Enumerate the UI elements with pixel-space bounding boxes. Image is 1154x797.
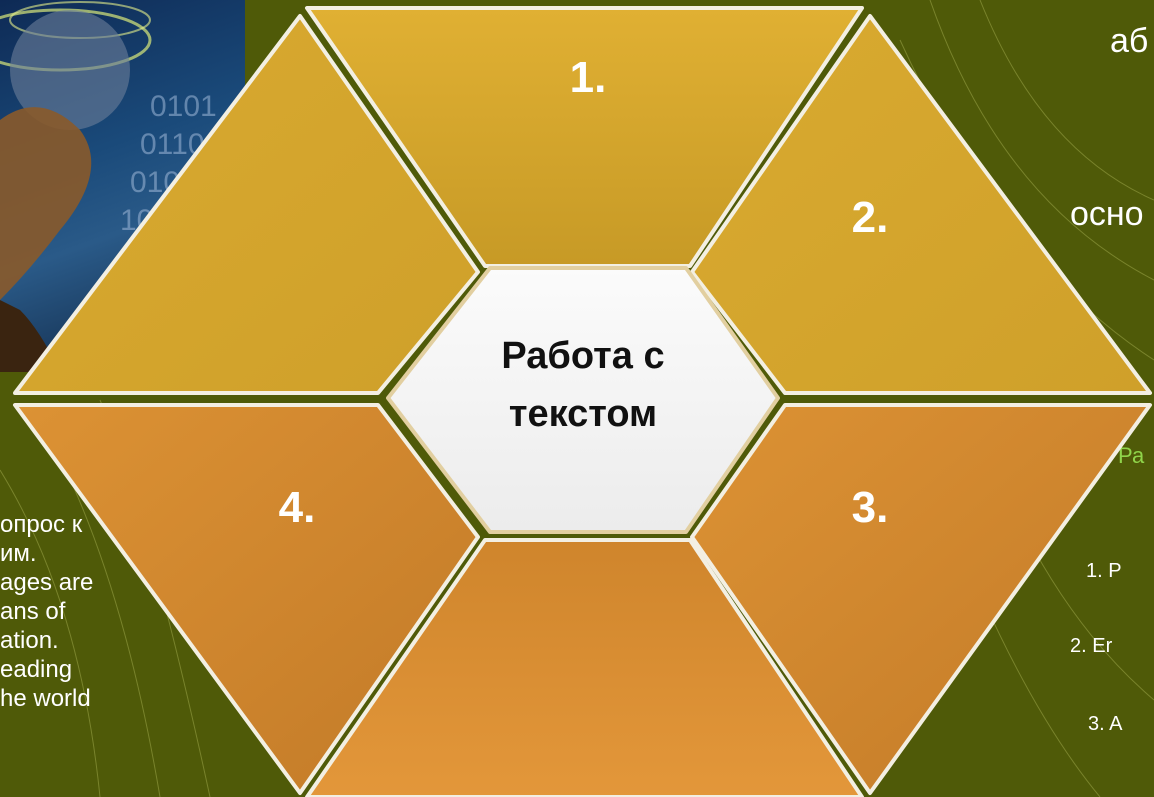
right-list-item-2: 2. Er [1070, 635, 1113, 657]
right-word-mid: осно [1070, 195, 1144, 233]
center-hexagon [386, 266, 780, 534]
right-word-top: аб [1110, 22, 1149, 60]
right-highlight-text: Ра [1118, 443, 1145, 468]
center-label-line-1: Работа с [501, 335, 664, 377]
segment-lower-right [690, 403, 1152, 795]
binary-text-1: 0101 [150, 90, 217, 123]
left-text-line: ages are [0, 569, 94, 596]
segment-upper-right [690, 14, 1152, 395]
left-text-block: опрос к им. ages are ans of ation. eadin… [0, 510, 93, 713]
left-text-line: им. [0, 540, 37, 567]
right-list-item-1: 1. Р [1086, 560, 1122, 582]
left-text-line: he world [0, 685, 91, 712]
left-text-line: eading [0, 656, 73, 683]
left-text-line: ation. [0, 627, 59, 654]
center-label-line-2: текстом [509, 393, 657, 435]
left-text-line: опрос к [0, 511, 83, 538]
right-list-item-3: 3. A [1088, 713, 1123, 735]
segment-top [305, 6, 864, 268]
left-text-line: ans of [0, 598, 66, 625]
segment-number-1: 1. [570, 53, 607, 102]
segment-number-4: 4. [279, 483, 316, 532]
segment-bottom [305, 538, 864, 797]
segment-number-3: 3. [852, 483, 889, 532]
segment-lower-left [13, 403, 480, 795]
segment-upper-left [13, 14, 480, 395]
segment-number-2: 2. [852, 193, 889, 242]
